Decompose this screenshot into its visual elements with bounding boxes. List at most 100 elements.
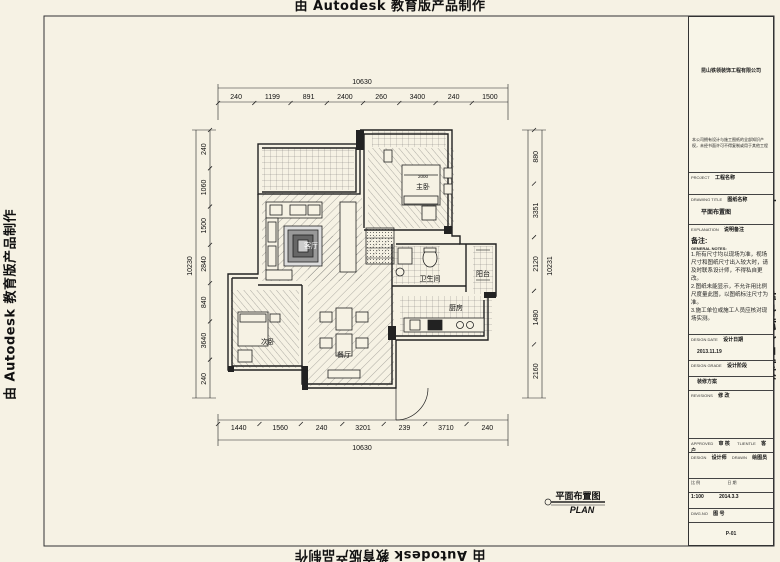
room-kitchen: 厨房 xyxy=(449,303,463,312)
top-dim-0: 240 xyxy=(230,94,242,101)
drawing-title-main: 平面布置图 xyxy=(701,210,732,216)
design-date: 2013.11.19 xyxy=(697,349,722,355)
room-living: 客厅 xyxy=(304,241,318,250)
notes-subtitle: GENERAL NOTES: xyxy=(691,246,727,251)
note-3: 3.施工单位或施工人员应核对现场实测。 xyxy=(691,308,768,322)
entry-door xyxy=(395,387,429,421)
scale-value-row: 1:100 2014.3.3 xyxy=(689,492,773,508)
right-tick-2 xyxy=(531,234,537,240)
design-date-row: DESIGN DATE 设计日期 2013.11.19 xyxy=(689,334,773,360)
drawn-label: DRAWN xyxy=(731,455,747,460)
left-tick-0 xyxy=(207,127,213,133)
design-grade-label: DESIGN GRADE xyxy=(691,363,722,368)
title-block: 昆山铁领装饰工程有限公司 本公司拥有设计与施工图纸的全部知识产权，未经书面许可不… xyxy=(688,16,774,546)
design-row: DESIGN 设计师 DRAWN 绘图员 xyxy=(689,452,773,478)
top-tick-4 xyxy=(360,100,366,106)
date2-label: 日 期 xyxy=(727,480,737,485)
left-tick-4 xyxy=(207,280,213,286)
master-bed xyxy=(383,149,453,221)
watermark-top: 由 Autodesk 教育版产品制作 xyxy=(294,0,486,14)
left-tick-3 xyxy=(207,242,213,248)
bottom-total-dim: 10630 xyxy=(352,445,372,452)
left-total-dim: 10230 xyxy=(187,256,194,276)
right-dim-1: 3351 xyxy=(533,203,540,219)
note-2: 2.图纸未能显示，不允许用比例尺度量此图，以图纸标注尺寸为准。 xyxy=(691,284,769,306)
right-tick-3 xyxy=(531,288,537,294)
bottom-tick-2 xyxy=(298,421,304,427)
top-tick-3 xyxy=(324,100,330,106)
bottom-tick-3 xyxy=(340,421,345,427)
balcony-rails xyxy=(476,249,490,281)
second-bed xyxy=(237,311,281,363)
left-dim-2: 1500 xyxy=(201,218,208,234)
drawing-title-row: DRAWING TITLE 图纸名称 平面布置图 xyxy=(689,194,773,224)
right-dim-3: 1480 xyxy=(533,310,540,326)
bottom-tick-6 xyxy=(464,421,469,427)
left-dim-6: 240 xyxy=(201,373,208,385)
dimension-ticks xyxy=(207,100,537,427)
bottom-tick-1 xyxy=(257,421,262,427)
bottom-tick-0 xyxy=(215,421,221,427)
project-row: PROJECT 工程名称 xyxy=(689,172,773,194)
explanation-label: EXPLANATION xyxy=(691,227,719,232)
bottom-dim-4: 239 xyxy=(399,425,411,432)
bathroom-fixtures xyxy=(395,247,438,277)
top-total-dim: 10630 xyxy=(352,79,372,86)
scale-value: 1:100 xyxy=(691,494,704,500)
top-tick-1 xyxy=(251,100,257,106)
drawing-title-value: 图纸名称 xyxy=(727,197,748,203)
wall-texture xyxy=(365,227,395,265)
top-tick-7 xyxy=(469,100,475,106)
design-value: 设计师 xyxy=(711,455,727,461)
date2-value: 2014.3.3 xyxy=(719,494,739,500)
left-dim-0: 240 xyxy=(201,143,208,155)
room-master-bedroom: 主卧 xyxy=(416,182,430,191)
right-dim-0: 880 xyxy=(533,151,540,163)
left-dim-4: 840 xyxy=(201,296,208,308)
top-dim-7: 1500 xyxy=(482,94,498,101)
approved-label: APPROVED xyxy=(691,441,714,446)
copyright-note: 本公司拥有设计与施工图纸的全部知识产权，未经书面许可不得复制或用于其他工程 xyxy=(692,137,768,148)
revisions-row: REVISIONS 修 改 xyxy=(689,390,773,438)
room-bathroom: 卫生间 xyxy=(420,274,441,283)
left-tick-2 xyxy=(207,204,213,209)
approved-value: 审 核 xyxy=(718,441,730,447)
top-dim-3: 2400 xyxy=(337,94,353,101)
company-name: 昆山铁领装饰工程有限公司 xyxy=(700,68,761,74)
left-dim-1: 1060 xyxy=(201,180,208,196)
kitchen-counters xyxy=(403,317,485,333)
right-total-dim: 10231 xyxy=(547,256,554,276)
bottom-dim-0: 1440 xyxy=(231,425,247,432)
top-dim-2: 891 xyxy=(303,94,315,101)
client-value: 客 户 xyxy=(691,441,767,454)
bottom-dim-5: 3710 xyxy=(438,425,454,432)
scale-label: 比 例 xyxy=(691,480,701,485)
bottom-dim-1: 1560 xyxy=(272,425,288,432)
bottom-tick-5 xyxy=(422,421,428,427)
top-dim-1: 1199 xyxy=(265,94,280,101)
bed-size-label: 2000 xyxy=(418,174,429,179)
scale-row: 比 例 日 期 xyxy=(689,478,773,492)
room-second-bedroom: 次卧 xyxy=(261,337,275,346)
room-dining: 餐厅 xyxy=(337,350,351,359)
dwg-no-value: 图 号 xyxy=(713,511,725,517)
left-tick-5 xyxy=(207,319,213,324)
right-dim-2: 2120 xyxy=(533,256,540,272)
dwg-no-label: DWG.NO xyxy=(691,511,708,516)
right-dim-4: 2160 xyxy=(533,363,540,379)
dining-table xyxy=(319,307,369,379)
design-date-label: DESIGN DATE xyxy=(691,337,718,342)
design-label: DESIGN xyxy=(691,455,707,460)
design-grade-main: 装修方案 xyxy=(689,376,773,390)
right-tick-0 xyxy=(531,127,537,133)
explanation-value: 说明备注 xyxy=(723,227,744,233)
room-balcony: 阳台 xyxy=(476,269,490,278)
top-tick-2 xyxy=(288,100,293,106)
top-tick-5 xyxy=(396,100,402,106)
note-1: 1.所有尺寸均以现场为准，视场尺寸和图纸尺寸出入较大时，请及时联系设计师，不得私… xyxy=(691,252,769,282)
drawn-value: 绘图员 xyxy=(752,455,768,461)
